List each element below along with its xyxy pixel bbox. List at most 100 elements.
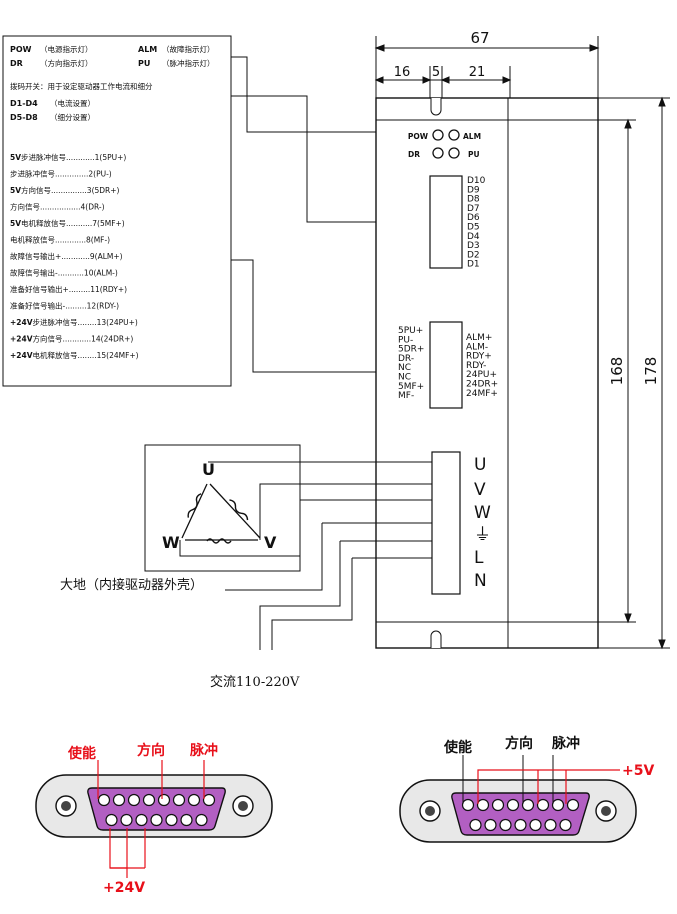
power-wiring <box>179 461 432 650</box>
connector-pin <box>484 818 497 832</box>
signal-text: 准备好信号输出-.........12(RDY-) <box>10 301 119 311</box>
legend-dr-desc: （方向指示灯） <box>40 58 93 68</box>
connector-pin <box>491 798 505 812</box>
connector-pin <box>566 798 580 812</box>
dip-label: D5 <box>467 223 480 233</box>
led-pow-label: POW <box>408 132 429 141</box>
motor-u-label: U <box>202 460 215 479</box>
led-pu <box>448 147 460 159</box>
connector-pin <box>120 813 133 827</box>
connector-right-pin-label: 24DR+ <box>466 380 498 390</box>
dip-label: D2 <box>467 250 480 260</box>
connector-right-pin-label: ALM- <box>466 342 488 352</box>
connector-right-pin-label: 24PU+ <box>466 370 497 380</box>
connector-left-pin-label: NC <box>398 373 411 383</box>
ac-label: 交流110-220V <box>210 674 300 690</box>
right-direction-label: 方向 <box>505 735 533 752</box>
right-enable-label: 使能 <box>443 739 472 756</box>
dip-switch[interactable] <box>429 175 463 269</box>
connector-right-pin-label: RDY- <box>466 361 486 371</box>
right-pulse-label: 脉冲 <box>551 735 580 752</box>
led-alm <box>448 129 460 141</box>
signal-item: 5V电机释放信号...........7(5MF+) <box>10 218 125 228</box>
led-pow <box>432 129 444 141</box>
legend-box: POW （电源指示灯） ALM （故障指示灯） DR （方向指示灯） PU （脉… <box>2 35 232 387</box>
connector-pin <box>521 798 535 812</box>
connector-left-pin-label: 5MF+ <box>398 382 424 392</box>
signal-item: 电机释放信号.............8(MF-) <box>10 235 110 245</box>
signal-connector[interactable] <box>429 321 463 409</box>
connector-pin <box>506 798 520 812</box>
legend-pow-desc: （电源指示灯） <box>40 44 93 54</box>
connector-left-pins <box>97 793 216 827</box>
signal-item: 准备好信号输出-.........12(RDY-) <box>10 301 119 311</box>
signal-item: 5V方向信号...............3(5DR+) <box>10 185 120 195</box>
connector-pin <box>476 798 490 812</box>
connector-pin <box>150 813 163 827</box>
dim-total-width: 67 <box>470 29 489 47</box>
left-enable-label: 使能 <box>67 745 96 762</box>
connector-left-pin-label: DR- <box>398 354 414 364</box>
connector-pin <box>180 813 193 827</box>
connector-left-callouts <box>97 760 205 878</box>
signal-prefix: 5V <box>10 219 21 228</box>
signal-item: +24V电机释放信号........15(24MF+) <box>10 350 139 360</box>
legend-pow: POW <box>10 45 32 54</box>
connector-left-pin-label: PU- <box>398 335 413 345</box>
led-alm-label: ALM <box>463 132 481 141</box>
signal-text: 准备好信号输出+.........11(RDY+) <box>10 284 127 294</box>
dip-label: D7 <box>467 204 480 214</box>
terminal-label: L <box>474 548 484 568</box>
signal-prefix: 5V <box>10 153 21 162</box>
signal-item: +24V步进脉冲信号........13(24PU+) <box>10 317 138 327</box>
signal-text: 电机释放信号...........7(5MF+) <box>21 218 125 228</box>
terminal-label: V <box>474 480 486 500</box>
dip-label: D9 <box>467 185 480 195</box>
signal-text: 方向信号............14(24DR+) <box>33 334 134 344</box>
terminal-label: W <box>474 503 491 523</box>
terminal-labels: UVW⏚LN <box>474 455 491 591</box>
signal-item: 步进脉冲信号..............2(PU-) <box>10 169 112 179</box>
connector-right-pin-label: ALM+ <box>466 333 492 343</box>
connector-right-pin-label: RDY+ <box>466 352 492 362</box>
signal-text: 电机释放信号........15(24MF+) <box>33 350 139 360</box>
connector-pin <box>97 793 111 807</box>
terminal-label: U <box>474 455 486 475</box>
dim-height-outer: 178 <box>642 357 660 386</box>
connector-pin <box>135 813 148 827</box>
left-direction-label: 方向 <box>137 742 165 759</box>
terminal-label: ⏚ <box>474 525 491 545</box>
signal-text: 步进脉冲信号........13(24PU+) <box>33 317 138 327</box>
connector-pin <box>187 793 201 807</box>
connector-pin <box>514 818 527 832</box>
connector-pin <box>202 793 216 807</box>
connector-left-pin-label: 5PU+ <box>398 326 423 336</box>
connector-pin <box>551 798 565 812</box>
signal-item: 准备好信号输出+.........11(RDY+) <box>10 284 127 294</box>
dip-label: D8 <box>467 195 480 205</box>
dip-label: D10 <box>467 176 486 186</box>
dip-label: D1 <box>467 260 480 270</box>
connector-right-supply <box>477 769 620 804</box>
connector-right-pins <box>461 798 580 832</box>
connector-pin <box>142 793 156 807</box>
connector-pin <box>544 818 557 832</box>
connector-pin <box>461 798 475 812</box>
connector-pin <box>499 818 512 832</box>
signal-item: 故障信号输出+............9(ALM+) <box>10 251 123 261</box>
legend-d1d4-desc: （电流设置） <box>50 98 95 108</box>
dim-seg2: 5 <box>432 65 440 80</box>
signal-list: 5V步进脉冲信号............1(5PU+)步进脉冲信号.......… <box>10 152 139 360</box>
signal-prefix: 5V <box>10 186 21 195</box>
legend-alm: ALM <box>138 45 157 54</box>
connector-right-callouts <box>462 755 554 804</box>
signal-text: 故障信号输出+............9(ALM+) <box>10 251 123 261</box>
driver-body <box>375 97 599 649</box>
connector-pin <box>469 818 482 832</box>
signal-item: 故障信号输出-...........10(ALM-) <box>10 268 118 278</box>
legend-dip-intro: 拨码开关：用于设定驱动器工作电流和细分 <box>10 81 153 91</box>
legend-pu: PU <box>138 59 150 68</box>
motor-v-label: V <box>264 533 277 552</box>
connector-pin <box>172 793 186 807</box>
ground-label: 大地（内接驱动器外壳） <box>60 577 203 593</box>
